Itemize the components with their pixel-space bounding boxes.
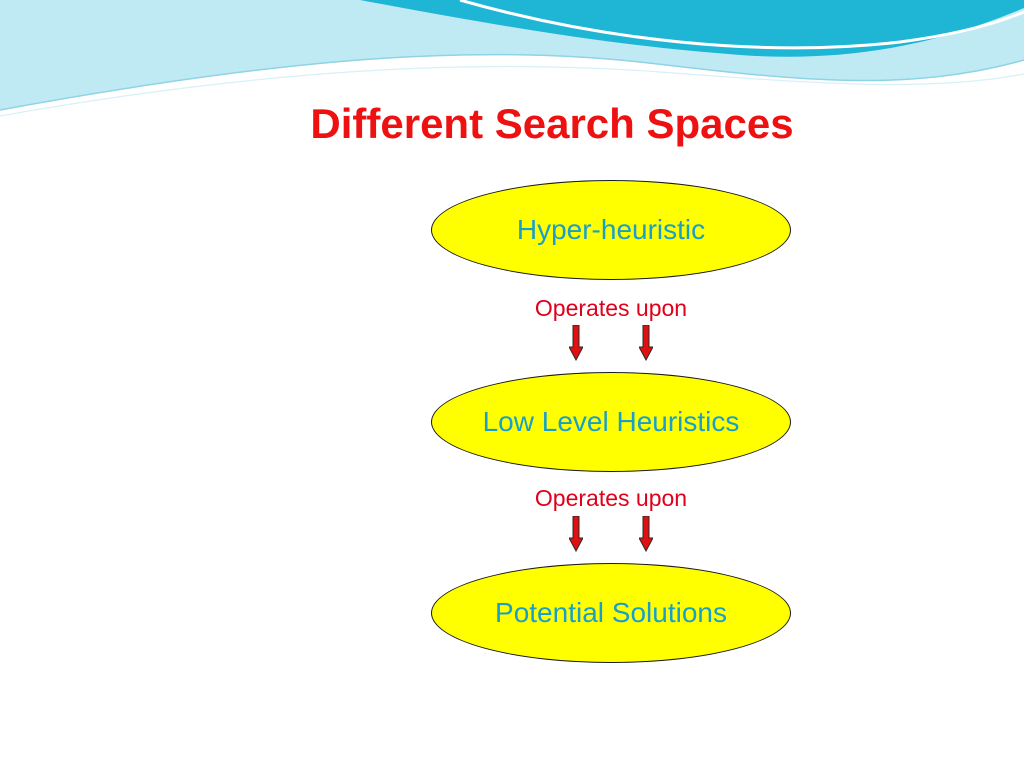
arrow-down-icon — [569, 325, 583, 361]
node-low-level-heuristics: Low Level Heuristics — [431, 372, 791, 472]
arrow-down-icon — [569, 516, 583, 552]
header-wave-decoration — [0, 0, 1024, 117]
arrow-down-icon — [639, 325, 653, 361]
node-potential-solutions: Potential Solutions — [431, 563, 791, 663]
arrow-down-icon — [639, 516, 653, 552]
edge-label: Operates upon — [534, 485, 688, 511]
node-label: Potential Solutions — [495, 597, 727, 628]
edge-label: Operates upon — [534, 295, 688, 321]
node-label: Low Level Heuristics — [482, 406, 740, 437]
node-hyper-heuristic: Hyper-heuristic — [431, 180, 791, 280]
slide-title: Different Search Spaces — [310, 100, 794, 147]
node-label: Hyper-heuristic — [516, 214, 706, 245]
